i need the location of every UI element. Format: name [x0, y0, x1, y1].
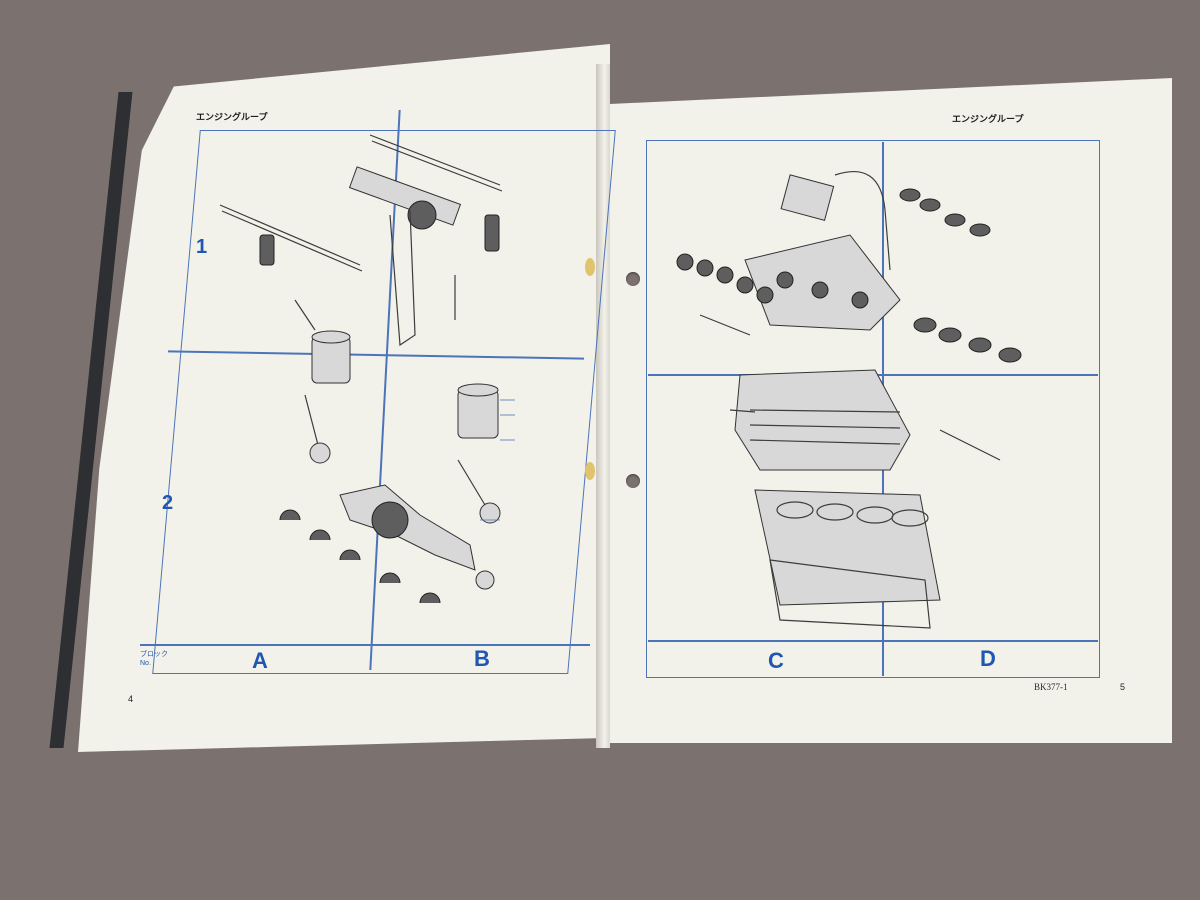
head-cover-drawing — [744, 234, 901, 331]
callout-lines — [480, 399, 515, 521]
breather-cover-drawing — [780, 171, 891, 271]
connecting-rod-drawing — [304, 394, 501, 524]
column-label-b: B — [474, 646, 490, 671]
shims-drawing — [676, 253, 774, 304]
stud-bolts-drawing — [699, 314, 1001, 461]
left-page-header: エンジングループ — [196, 112, 268, 122]
binder-hole — [626, 474, 640, 488]
row-label-2: 2 — [162, 492, 174, 514]
block-label-text: ブロック — [140, 651, 168, 658]
left-exploded-parts-drawing — [219, 134, 515, 604]
column-label-d: D — [980, 646, 996, 671]
right-page-header: エンジングループ — [952, 114, 1024, 124]
binder-hole — [626, 272, 640, 286]
piston-drawing-b — [457, 383, 499, 439]
block-label: ブロック No. — [140, 650, 168, 668]
block-no-text: No. — [140, 660, 151, 667]
cylinder-block-drawing — [754, 489, 941, 606]
crankshaft-drawing — [339, 484, 495, 590]
valve-springs-drawing — [259, 214, 500, 331]
row-label-1: 1 — [196, 236, 208, 258]
base-gasket-drawing — [769, 559, 931, 629]
right-diagram-frame — [646, 140, 1100, 678]
rocker-shaft-drawing — [219, 134, 503, 272]
camshaft-drawing — [348, 166, 462, 230]
column-label-c: C — [768, 648, 784, 673]
piston-drawing-a — [311, 330, 351, 384]
right-page-number: 5 — [1120, 682, 1126, 692]
column-label-a: A — [252, 648, 268, 673]
gasket-rings-drawing — [899, 188, 1022, 363]
cylinder-head-drawing — [734, 369, 911, 471]
cam-chain-drawing — [389, 209, 416, 347]
right-footer-divider — [648, 640, 1098, 642]
punch-hole-mark — [585, 462, 595, 480]
catalog-code: BK377-1 — [1034, 682, 1068, 692]
left-footer-divider — [140, 644, 590, 646]
book-gutter — [596, 64, 610, 748]
punch-hole-mark — [585, 258, 595, 276]
bearing-shells-drawing — [279, 509, 441, 604]
right-exploded-parts-drawing — [676, 171, 1022, 629]
left-page — [78, 44, 610, 752]
left-page-number: 4 — [128, 694, 134, 704]
